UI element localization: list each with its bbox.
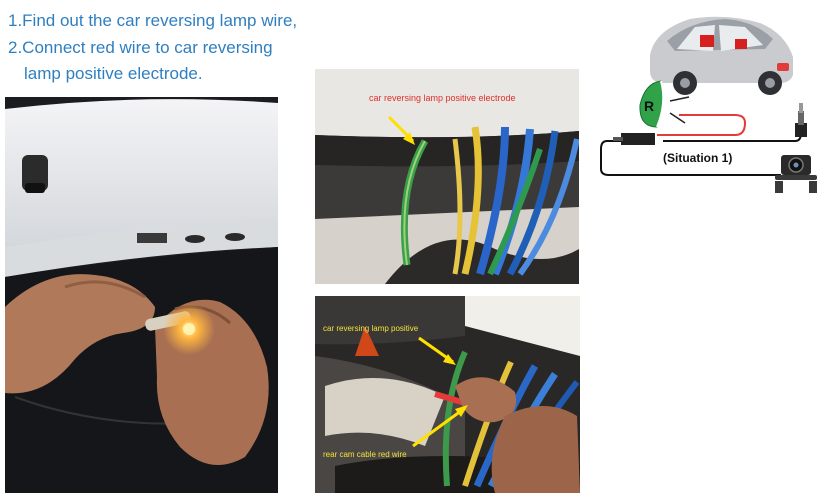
situation-label: (Situation 1): [663, 151, 733, 165]
reverse-marker: R: [644, 98, 654, 114]
wiring-diagram: R (Situation 1): [595, 5, 820, 200]
photo-wire-bundle-top: car reversing lamp positive electrode: [315, 69, 579, 284]
photo-trunk-lid: [5, 97, 278, 493]
rear-camera-icon: [775, 155, 817, 193]
photo-wire-connection-bottom: car reversing lamp positive rear cam cab…: [315, 296, 580, 493]
wire-connection-illustration: [315, 296, 580, 493]
trunk-lid-illustration: [5, 97, 278, 493]
wire-bundle-illustration: [315, 69, 579, 284]
av-connector-icon: [621, 133, 655, 145]
av-jack-icon: [795, 103, 807, 137]
label-rear-cam-red-wire: rear cam cable red wire: [323, 450, 407, 459]
label-lamp-positive-electrode: car reversing lamp positive electrode: [369, 93, 516, 103]
instruction-step-2-line-1: 2.Connect red wire to car reversing: [8, 38, 273, 57]
instruction-step-2-line-2: lamp positive electrode.: [24, 64, 203, 83]
instruction-step-1: 1.Find out the car reversing lamp wire,: [8, 11, 298, 30]
label-lamp-positive: car reversing lamp positive: [323, 324, 419, 333]
reverse-lamp-icon: [639, 80, 665, 128]
car-icon: [650, 16, 793, 95]
wiring-diagram-illustration: R: [600, 16, 817, 193]
